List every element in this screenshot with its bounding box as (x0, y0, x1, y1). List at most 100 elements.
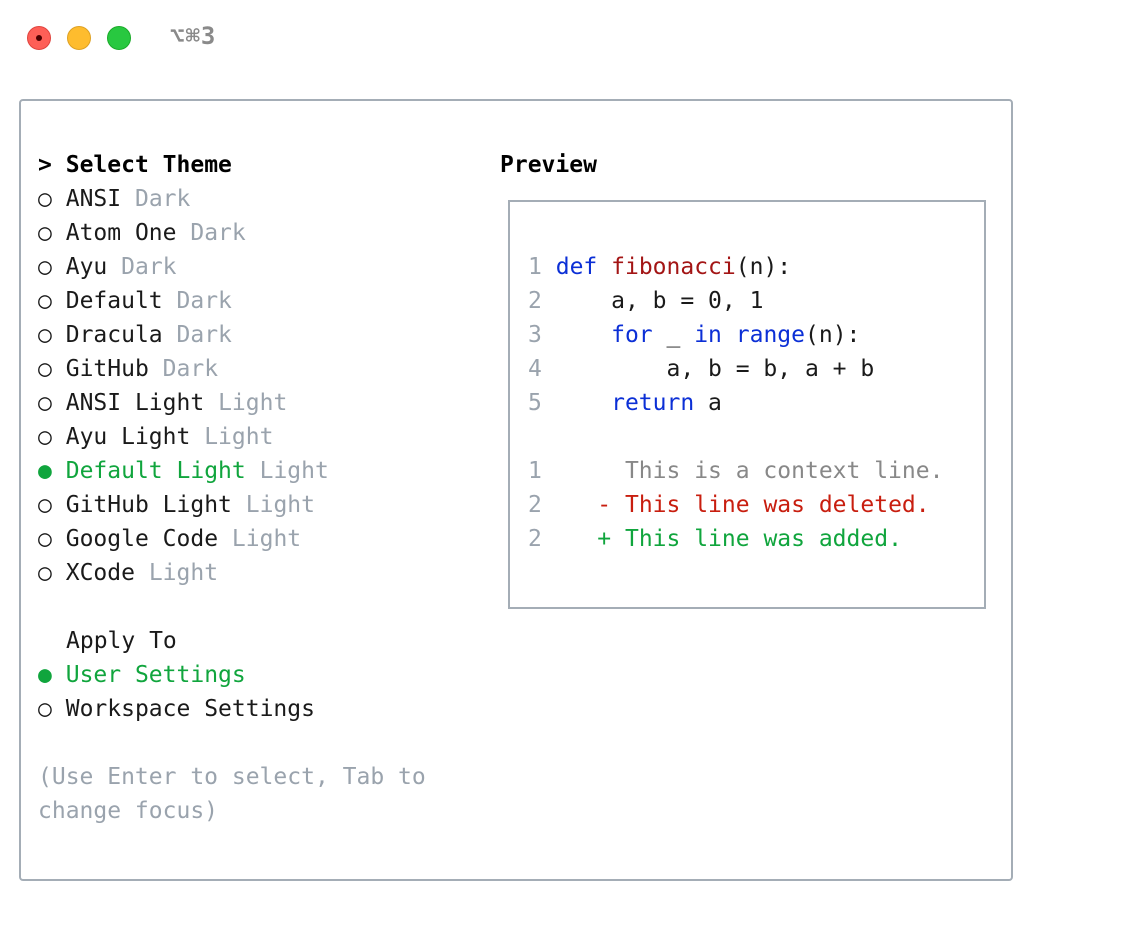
close-window-button[interactable] (27, 26, 51, 50)
theme-option-ayu-dark[interactable]: ○ Ayu Dark (38, 250, 177, 284)
theme-name: Ayu (65, 254, 108, 280)
code-keyword: for (611, 322, 653, 348)
radio-icon: ○ (38, 186, 52, 212)
radio-icon: ○ (38, 424, 52, 450)
radio-selected-icon: ● (38, 662, 52, 688)
radio-icon: ○ (38, 288, 52, 314)
radio-icon: ○ (38, 322, 52, 348)
theme-variant: Dark (190, 220, 246, 246)
line-number: 1 (528, 254, 542, 280)
theme-name: Default (65, 288, 163, 314)
minimize-window-button[interactable] (67, 26, 91, 50)
theme-name: Google Code (65, 526, 219, 552)
theme-option-ansi-dark[interactable]: ○ ANSI Dark (38, 182, 190, 216)
theme-option-github-dark[interactable]: ○ GitHub Dark (38, 352, 218, 386)
theme-option-default-dark[interactable]: ○ Default Dark (38, 284, 232, 318)
theme-name: GitHub (65, 356, 149, 382)
theme-option-dracula-dark[interactable]: ○ Dracula Dark (38, 318, 232, 352)
diff-text: This is a context line. (624, 458, 944, 484)
diff-sign: + (597, 526, 612, 552)
theme-option-ayu-light[interactable]: ○ Ayu Light Light (38, 420, 273, 454)
line-number: 3 (528, 322, 542, 348)
code-builtin: range (735, 322, 806, 348)
code-keyword: def (555, 254, 598, 280)
code-text: a, b = b, a + b (555, 356, 875, 382)
code-line-4: 4 a, b = b, a + b (528, 352, 874, 386)
apply-option-label: User Settings (65, 662, 246, 688)
code-text: _ (652, 322, 695, 348)
theme-variant: Dark (121, 254, 177, 280)
theme-name: Default Light (65, 458, 246, 484)
theme-option-github-light[interactable]: ○ GitHub Light Light (38, 488, 315, 522)
code-keyword: return (611, 390, 695, 416)
code-line-3: 3 for _ in range(n): (528, 318, 860, 352)
line-number: 4 (528, 356, 542, 382)
theme-option-default-light[interactable]: ● Default Light Light (38, 454, 329, 488)
theme-name: ANSI (65, 186, 122, 212)
diff-deleted-line: 2 - This line was deleted. (528, 488, 930, 522)
preview-box (508, 200, 986, 609)
select-theme-heading: > Select Theme (38, 148, 232, 182)
theme-dialog-panel (19, 99, 1013, 881)
line-number: 1 (528, 458, 542, 484)
radio-icon: ○ (38, 220, 52, 246)
theme-variant: Light (231, 526, 302, 552)
theme-name: Ayu Light (65, 424, 191, 450)
theme-option-ansi-light[interactable]: ○ ANSI Light Light (38, 386, 287, 420)
theme-name: XCode (65, 560, 135, 586)
apply-option-user-settings[interactable]: ● User Settings (38, 658, 246, 692)
code-line-1: 1 def fibonacci(n): (528, 250, 791, 284)
diff-text: This line was deleted. (624, 492, 930, 518)
code-text: a (694, 390, 722, 416)
code-text: (n): (805, 322, 861, 348)
theme-name: GitHub Light (65, 492, 232, 518)
code-line-2: 2 a, b = 0, 1 (528, 284, 763, 318)
line-number: 5 (528, 390, 542, 416)
theme-variant: Light (218, 390, 288, 416)
apply-option-label: Workspace Settings (65, 696, 315, 722)
diff-added-line: 2 + This line was added. (528, 522, 902, 556)
radio-icon: ○ (38, 560, 52, 586)
window-shortcut-label: ⌥⌘3 (170, 22, 217, 50)
line-number: 2 (528, 288, 542, 314)
diff-text: This line was added. (624, 526, 902, 552)
theme-variant: Light (204, 424, 274, 450)
radio-icon: ○ (38, 492, 52, 518)
code-function-name: fibonacci (611, 254, 736, 280)
radio-icon: ○ (38, 696, 52, 722)
theme-variant: Light (245, 492, 315, 518)
code-keyword: in (694, 322, 722, 348)
apply-option-workspace-settings[interactable]: ○ Workspace Settings (38, 692, 315, 726)
code-text: (n): (735, 254, 792, 280)
keyboard-hint-line-2: change focus) (38, 798, 219, 824)
theme-variant: Light (259, 458, 329, 484)
radio-icon: ○ (38, 356, 52, 382)
radio-icon: ○ (38, 526, 52, 552)
focus-cursor: > (38, 152, 52, 178)
preview-heading: Preview (500, 152, 597, 178)
theme-name: Dracula (65, 322, 163, 348)
theme-name: Atom One (65, 220, 177, 246)
line-number: 2 (528, 492, 542, 518)
radio-icon: ○ (38, 390, 52, 416)
theme-option-xcode-light[interactable]: ○ XCode Light (38, 556, 218, 590)
radio-selected-icon: ● (38, 458, 52, 484)
theme-name: ANSI Light (65, 390, 205, 416)
theme-option-google-code-light[interactable]: ○ Google Code Light (38, 522, 301, 556)
radio-icon: ○ (38, 254, 52, 280)
theme-variant: Light (148, 560, 219, 586)
theme-variant: Dark (176, 288, 232, 314)
code-text: a, b = 0, 1 (555, 288, 764, 314)
diff-context-line: 1 This is a context line. (528, 454, 943, 488)
keyboard-hint-line-1: (Use Enter to select, Tab to (38, 764, 426, 790)
code-line-5: 5 return a (528, 386, 722, 420)
theme-variant: Dark (162, 356, 219, 382)
theme-option-atom-one-dark[interactable]: ○ Atom One Dark (38, 216, 246, 250)
apply-to-heading: Apply To (66, 628, 177, 654)
diff-sign: - (597, 492, 612, 518)
title-bar: ⌥⌘3 (0, 0, 1140, 76)
line-number: 2 (528, 526, 542, 552)
select-theme-title: Select Theme (65, 152, 232, 178)
theme-variant: Dark (176, 322, 232, 348)
maximize-window-button[interactable] (107, 26, 131, 50)
